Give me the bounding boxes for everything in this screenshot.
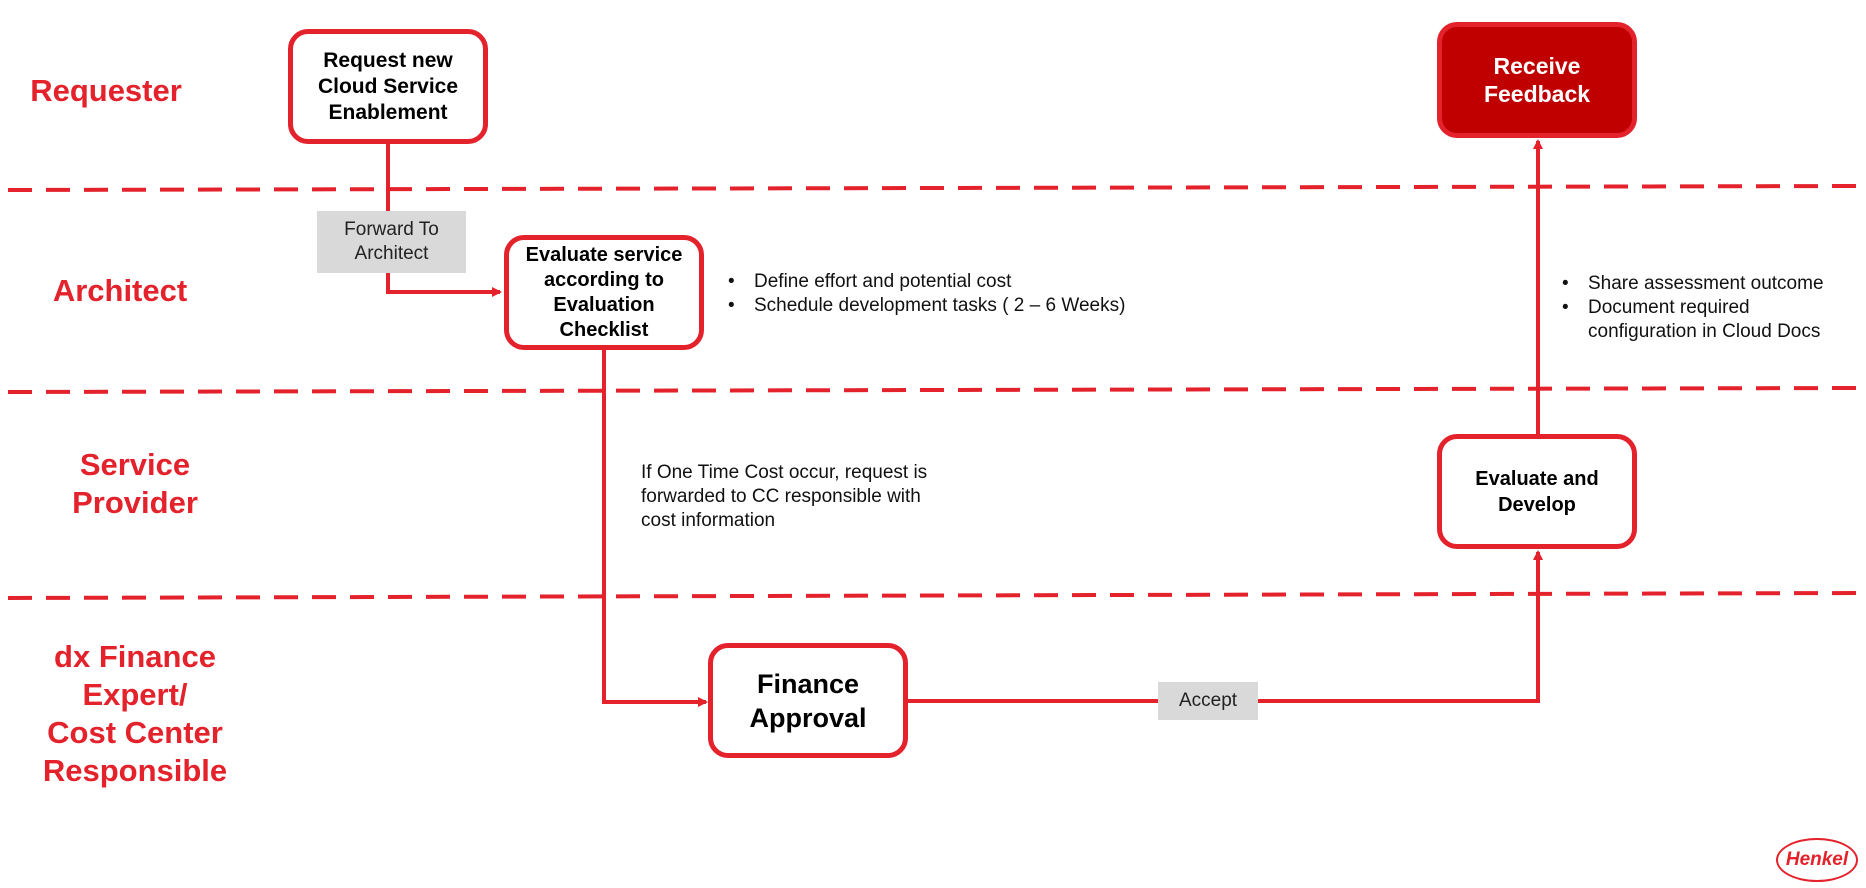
lane-label-architect: Architect — [52, 273, 188, 308]
lane-separator-2 — [7, 386, 1859, 394]
lane-label-service-provider: Service Provider — [72, 447, 198, 520]
lane-label-finance: dx Finance Expert/ Cost Center Responsib… — [42, 639, 228, 788]
lane-separator-1 — [7, 184, 1859, 192]
architect-note-item: Define effort and potential cost — [726, 270, 1186, 294]
connector-label-accept: Accept — [1158, 682, 1258, 720]
feedback-note-item: Share assessment outcome — [1560, 272, 1860, 296]
feedback-notes-list: Share assessment outcome Document requir… — [1560, 272, 1860, 344]
step-request-cloud-service[interactable]: Request new Cloud Service Enablement — [288, 29, 488, 144]
feedback-note-item: Document required configuration in Cloud… — [1560, 296, 1860, 344]
architect-notes-list: Define effort and potential cost Schedul… — [726, 270, 1186, 318]
lane-separator-3 — [7, 591, 1859, 600]
one-time-cost-note: If One Time Cost occur, request is forwa… — [641, 462, 928, 531]
architect-note-item: Schedule development tasks ( 2 – 6 Weeks… — [726, 294, 1186, 318]
connector-evaluate-to-finance — [602, 350, 708, 707]
step-evaluate-and-develop[interactable]: Evaluate and Develop — [1437, 434, 1637, 549]
connector-finance-to-develop — [908, 550, 1543, 703]
step-evaluate-service[interactable]: Evaluate service according to Evaluation… — [504, 235, 704, 350]
henkel-logo: Henkel — [1776, 838, 1858, 882]
step-receive-feedback[interactable]: Receive Feedback — [1437, 22, 1637, 138]
step-finance-approval[interactable]: Finance Approval — [708, 643, 908, 758]
connector-request-to-evaluate — [386, 144, 502, 297]
connector-label-forward: Forward To Architect — [317, 211, 466, 273]
lane-label-requester: Requester — [30, 73, 182, 108]
